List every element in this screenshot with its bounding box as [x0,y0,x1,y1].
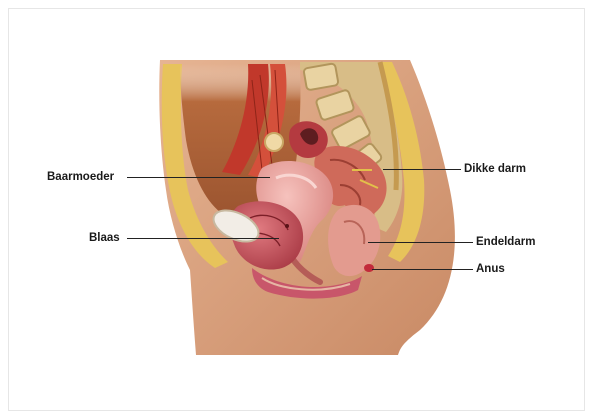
leader-line-baarmoeder [127,177,270,178]
label-dikke-darm: Dikke darm [464,162,526,176]
label-baarmoeder: Baarmoeder [47,170,114,184]
anus [364,264,374,272]
leader-line-anus [372,269,473,270]
leader-line-blaas [127,238,279,239]
leader-line-endeldarm [368,242,473,243]
label-blaas: Blaas [89,231,120,245]
label-anus: Anus [476,262,505,276]
label-endeldarm: Endeldarm [476,235,535,249]
leader-line-dikke-darm [383,169,461,170]
